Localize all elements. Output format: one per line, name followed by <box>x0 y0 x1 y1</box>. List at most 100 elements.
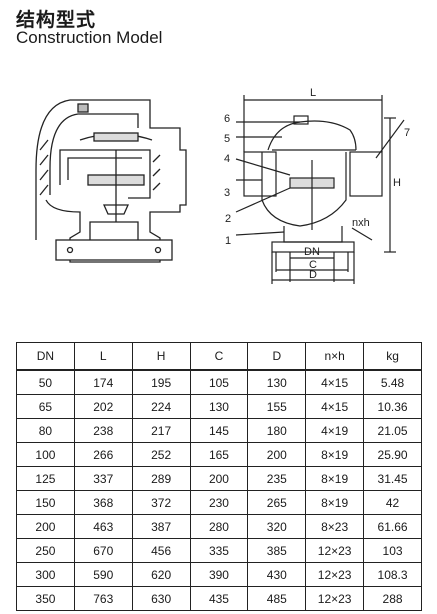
table-cell: 61.66 <box>363 514 422 539</box>
right-valve-outline <box>235 95 405 284</box>
table-cell: 620 <box>131 562 191 587</box>
table-cell: 280 <box>189 514 249 539</box>
label-L: L <box>310 87 316 99</box>
table-cell: 265 <box>247 490 307 515</box>
table-cell: 108.3 <box>363 562 422 587</box>
table-cell: 590 <box>73 562 133 587</box>
table-cell: 12×23 <box>305 538 365 563</box>
table-cell: 80 <box>16 418 75 443</box>
table-cell: 320 <box>247 514 307 539</box>
label-DN: DN <box>304 246 320 258</box>
table-cell: 238 <box>73 418 133 443</box>
table-row: 125 337 289 200 235 8×19 31.45 <box>16 466 422 491</box>
table-row: 250 670 456 335 385 12×23 103 <box>16 538 422 563</box>
construction-drawings: L H DN C D nxh 1 2 3 4 5 6 7 <box>35 87 410 284</box>
column-header: DN <box>16 342 75 371</box>
table-cell: 350 <box>16 586 75 611</box>
table-cell: 65 <box>16 394 75 419</box>
table-cell: 150 <box>16 490 75 515</box>
table-cell: 200 <box>189 466 249 491</box>
column-header: n×h <box>305 342 365 371</box>
table-cell: 252 <box>131 442 191 467</box>
label-D: D <box>309 269 317 281</box>
table-cell: 50 <box>16 369 75 395</box>
table-cell: 130 <box>247 369 307 395</box>
part-label-6: 6 <box>224 113 230 125</box>
table-cell: 31.45 <box>363 466 422 491</box>
table-row: 350 763 630 435 485 12×23 288 <box>16 586 422 611</box>
table-cell: 763 <box>73 586 133 611</box>
part-label-2: 2 <box>225 213 231 225</box>
part-label-4: 4 <box>224 153 230 165</box>
table-cell: 165 <box>189 442 249 467</box>
table-cell: 368 <box>73 490 133 515</box>
spec-table: DN L H C D n×h kg 50 174 195 105 130 4×1… <box>16 342 422 611</box>
table-cell: 202 <box>73 394 133 419</box>
table-cell: 103 <box>363 538 422 563</box>
table-cell: 195 <box>131 369 191 395</box>
table-cell: 200 <box>247 442 307 467</box>
table-cell: 217 <box>131 418 191 443</box>
table-cell: 145 <box>189 418 249 443</box>
table-cell: 21.05 <box>363 418 422 443</box>
title-chinese: 结构型式 <box>16 9 97 31</box>
table-cell: 125 <box>16 466 75 491</box>
table-cell: 4×15 <box>305 394 365 419</box>
table-cell: 289 <box>131 466 191 491</box>
table-cell: 372 <box>131 490 191 515</box>
label-C: C <box>309 259 317 271</box>
part-label-7: 7 <box>404 127 410 139</box>
table-cell: 485 <box>247 586 307 611</box>
table-cell: 670 <box>73 538 133 563</box>
table-cell: 385 <box>247 538 307 563</box>
table-cell: 25.90 <box>363 442 422 467</box>
table-cell: 155 <box>247 394 307 419</box>
part-label-3: 3 <box>224 187 230 199</box>
table-row: 65 202 224 130 155 4×15 10.36 <box>16 394 422 419</box>
table-cell: 130 <box>189 394 249 419</box>
part-label-5: 5 <box>224 133 230 145</box>
left-valve-section <box>35 99 187 263</box>
table-cell: 335 <box>189 538 249 563</box>
table-cell: 430 <box>247 562 307 587</box>
table-cell: 8×23 <box>305 514 365 539</box>
table-header-row: DN L H C D n×h kg <box>16 342 422 371</box>
table-cell: 174 <box>73 369 133 395</box>
column-header: D <box>247 342 307 371</box>
table-cell: 250 <box>16 538 75 563</box>
table-cell: 12×23 <box>305 562 365 587</box>
table-cell: 266 <box>73 442 133 467</box>
column-header: kg <box>363 342 422 371</box>
table-cell: 230 <box>189 490 249 515</box>
table-cell: 235 <box>247 466 307 491</box>
table-cell: 337 <box>73 466 133 491</box>
table-row: 150 368 372 230 265 8×19 42 <box>16 490 422 515</box>
table-cell: 10.36 <box>363 394 422 419</box>
table-row: 80 238 217 145 180 4×19 21.05 <box>16 418 422 443</box>
table-cell: 4×19 <box>305 418 365 443</box>
column-header: H <box>131 342 191 371</box>
table-row: 50 174 195 105 130 4×15 5.48 <box>16 369 422 395</box>
table-cell: 300 <box>16 562 75 587</box>
table-row: 200 463 387 280 320 8×23 61.66 <box>16 514 422 539</box>
table-cell: 224 <box>131 394 191 419</box>
table-cell: 463 <box>73 514 133 539</box>
table-cell: 4×15 <box>305 369 365 395</box>
table-cell: 8×19 <box>305 466 365 491</box>
column-header: L <box>73 342 133 371</box>
table-cell: 105 <box>189 369 249 395</box>
label-nxh: nxh <box>352 217 370 229</box>
table-cell: 288 <box>363 586 422 611</box>
title-english: Construction Model <box>16 28 163 47</box>
table-cell: 12×23 <box>305 586 365 611</box>
table-cell: 8×19 <box>305 442 365 467</box>
table-cell: 8×19 <box>305 490 365 515</box>
table-cell: 456 <box>131 538 191 563</box>
table-cell: 200 <box>16 514 75 539</box>
table-row: 100 266 252 165 200 8×19 25.90 <box>16 442 422 467</box>
table-cell: 42 <box>363 490 422 515</box>
table-cell: 387 <box>131 514 191 539</box>
table-row: 300 590 620 390 430 12×23 108.3 <box>16 562 422 587</box>
table-cell: 435 <box>189 586 249 611</box>
part-label-1: 1 <box>225 235 231 247</box>
